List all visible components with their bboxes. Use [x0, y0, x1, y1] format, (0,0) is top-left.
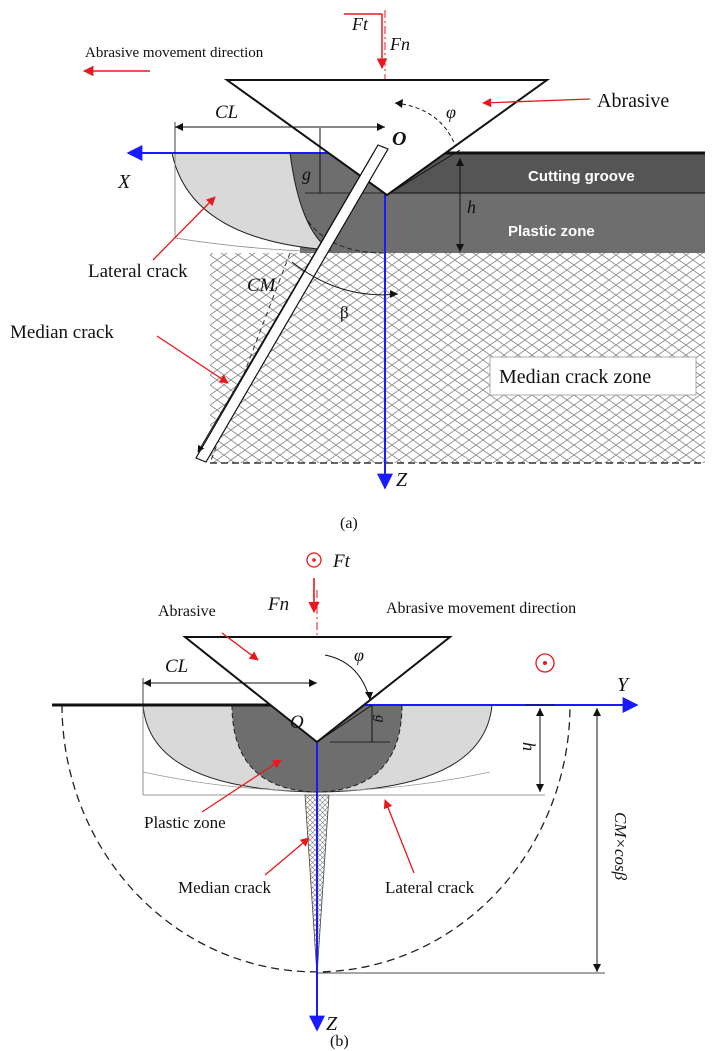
- z-axis-label: Z: [396, 469, 408, 491]
- cutting-groove-band: [385, 153, 705, 193]
- plastic-label: Plastic zone: [508, 223, 595, 240]
- cm-label: CM: [247, 275, 277, 296]
- panel-b: Y Z φ O g h CM×cosβ CL: [52, 551, 639, 1050]
- median-crack-zone: [210, 253, 705, 463]
- force-t-label-b: Ft: [332, 551, 351, 572]
- groove-label: Cutting groove: [528, 168, 635, 185]
- h-label-b: h: [519, 742, 539, 751]
- plastic-label-b: Plastic zone: [144, 813, 226, 832]
- h-label: h: [467, 197, 476, 217]
- origin-label-b: O: [290, 712, 304, 733]
- g-label-b: g: [372, 715, 388, 723]
- abrasive-triangle: [223, 79, 551, 197]
- abrasive-triangle-b: [182, 636, 453, 744]
- median-crack-strip: [195, 144, 389, 463]
- force-n-label-b: Fn: [267, 594, 289, 615]
- y-axis-label: Y: [617, 674, 630, 696]
- depth-label: CM×cosβ: [611, 812, 630, 881]
- phi-label: φ: [446, 102, 456, 122]
- origin-label: O: [392, 128, 406, 150]
- median-label: Median crack: [10, 322, 114, 343]
- lateral-label: Lateral crack: [88, 261, 188, 282]
- caption-b: (b): [330, 1033, 349, 1050]
- g-label: g: [302, 164, 311, 184]
- phi-label-b: φ: [354, 645, 364, 665]
- beta-label: β: [340, 303, 349, 322]
- force-n-label: Fn: [389, 34, 410, 54]
- abrasive-label: Abrasive: [597, 90, 669, 112]
- cl-label: CL: [215, 102, 238, 123]
- panel-a: X Z φ O Ft Fn Abrasive movement directio…: [10, 10, 705, 532]
- cl-label-b: CL: [165, 656, 188, 677]
- movement-label: Abrasive movement direction: [85, 45, 264, 61]
- median-zone-label: Median crack zone: [499, 366, 651, 388]
- median-label-b: Median crack: [178, 878, 271, 897]
- z-axis-label-b: Z: [326, 1013, 338, 1035]
- lateral-label-b: Lateral crack: [385, 878, 475, 897]
- caption-a: (a): [340, 515, 358, 532]
- movement-label-b: Abrasive movement direction: [386, 600, 576, 617]
- x-axis-label: X: [117, 171, 131, 193]
- force-t-label: Ft: [351, 14, 369, 34]
- abrasive-label-b: Abrasive: [158, 603, 216, 620]
